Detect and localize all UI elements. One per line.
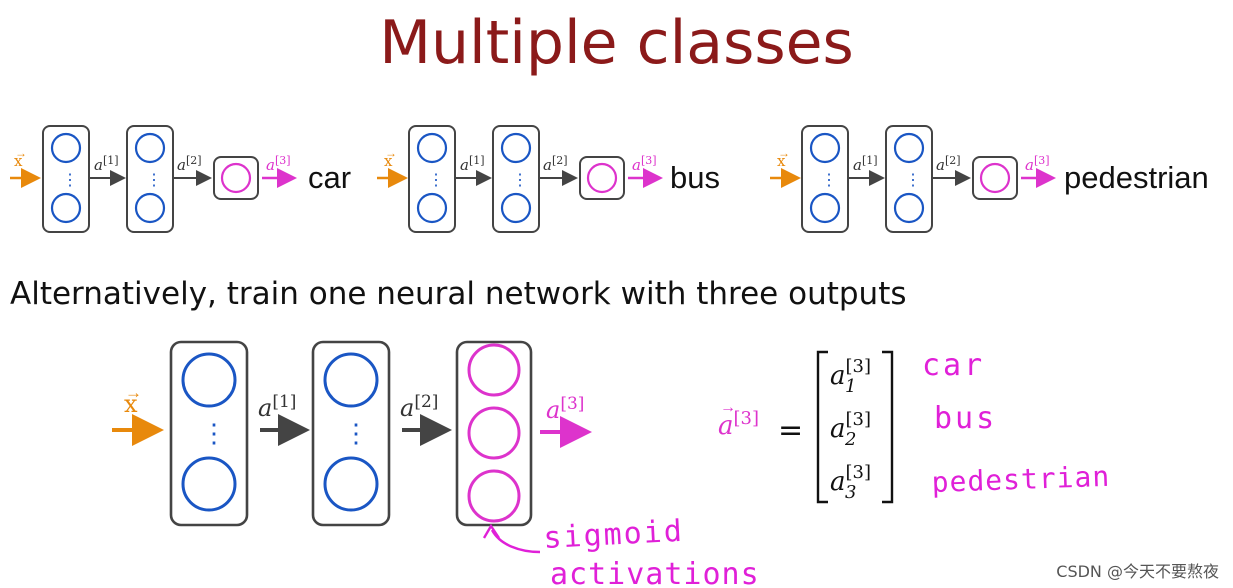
output-label-bus: bus xyxy=(670,160,720,195)
annotation-line-2: activations xyxy=(550,557,760,588)
output-neuron xyxy=(467,469,521,523)
neuron xyxy=(50,132,82,164)
input-label: x xyxy=(384,152,393,170)
equation-lhs: a[3] xyxy=(718,408,759,441)
neuron xyxy=(893,192,925,224)
output-neuron xyxy=(586,162,618,194)
neuron xyxy=(416,192,448,224)
vector-equation: a[3] → = a[3] 1 a[3] 2 a[3] 3 car bus pe… xyxy=(718,348,1111,504)
output-label-pedestrian: pedestrian xyxy=(1064,160,1209,195)
vector-entry-3: a[3] xyxy=(830,462,871,497)
neuron xyxy=(181,456,237,512)
output-layer-box xyxy=(579,156,625,200)
activation-label-3: a[3] xyxy=(546,394,584,424)
hidden-layer-2-box xyxy=(885,125,933,233)
input-label: x xyxy=(14,152,23,170)
output-layer-box xyxy=(972,156,1018,200)
ellipsis-icon: ⋮ xyxy=(343,418,369,448)
activation-label-1: a[1] xyxy=(94,154,119,174)
activation-label-2: a[2] xyxy=(543,154,568,174)
neuron xyxy=(181,352,237,408)
activation-label-1: a[1] xyxy=(258,392,296,422)
neuron xyxy=(134,132,166,164)
class-label-car: car xyxy=(922,348,985,383)
output-neuron xyxy=(467,406,521,460)
hidden-layer-2-box xyxy=(492,125,540,233)
activation-label-3: a[3] xyxy=(266,154,291,174)
ellipsis-icon: ⋮ xyxy=(428,172,444,189)
output-layer-box xyxy=(455,340,533,527)
neuron xyxy=(134,192,166,224)
sigmoid-annotation: sigmoid activations xyxy=(482,514,760,588)
small-network-car: x → ⋮ a[1] ⋮ a[2] a[3] car xyxy=(10,125,351,233)
vector-arrow-icon: → xyxy=(720,399,736,416)
vector-entry-3-subscript: 3 xyxy=(845,482,856,503)
activation-label-3: a[3] xyxy=(1025,154,1050,174)
equals-sign: = xyxy=(778,413,803,448)
activation-label-1: a[1] xyxy=(853,154,878,174)
neuron xyxy=(500,192,532,224)
annotation-line-1: sigmoid xyxy=(543,514,685,556)
page-title: Multiple classes xyxy=(379,8,854,78)
subtitle: Alternatively, train one neural network … xyxy=(10,276,907,312)
activation-label-3: a[3] xyxy=(632,154,657,174)
hidden-layer-1-box xyxy=(169,340,249,527)
neuron xyxy=(416,132,448,164)
vector-arrow-icon: → xyxy=(778,146,790,160)
vector-entry-1-subscript: 1 xyxy=(845,376,856,397)
output-neuron xyxy=(467,343,521,397)
output-neuron xyxy=(220,162,252,194)
output-neuron xyxy=(979,162,1011,194)
arrowhead-icon xyxy=(482,523,500,539)
neuron xyxy=(323,352,379,408)
ellipsis-icon: ⋮ xyxy=(512,172,528,189)
hidden-layer-2-box xyxy=(311,340,391,527)
vector-arrow-icon: → xyxy=(385,146,397,160)
class-label-pedestrian: pedestrian xyxy=(931,460,1111,499)
input-label: x xyxy=(777,152,786,170)
ellipsis-icon: ⋮ xyxy=(201,418,227,448)
ellipsis-icon: ⋮ xyxy=(62,172,78,189)
large-network: x → ⋮ a[1] ⋮ a[2] a[3] xyxy=(112,340,592,527)
hidden-layer-1-box xyxy=(801,125,849,233)
ellipsis-icon: ⋮ xyxy=(821,172,837,189)
small-network-pedestrian: x → ⋮ a[1] ⋮ a[2] a[3] pedestrian xyxy=(770,125,1209,233)
left-bracket xyxy=(816,350,828,504)
small-network-bus: x → ⋮ a[1] ⋮ a[2] a[3] bus xyxy=(377,125,720,233)
annotation-arrow xyxy=(490,529,541,554)
vector-entry-1: a[3] xyxy=(830,356,871,391)
neuron xyxy=(809,192,841,224)
neuron xyxy=(809,132,841,164)
hidden-layer-2-box xyxy=(126,125,174,233)
neuron xyxy=(500,132,532,164)
vector-arrow-icon: → xyxy=(15,146,27,160)
neuron xyxy=(50,192,82,224)
vector-arrow-icon: → xyxy=(125,383,142,402)
class-label-bus: bus xyxy=(934,401,997,436)
watermark: CSDN @今天不要熬夜 xyxy=(1056,562,1219,581)
hidden-layer-1-box xyxy=(408,125,456,233)
activation-label-2: a[2] xyxy=(177,154,202,174)
vector-entry-2: a[3] xyxy=(830,409,871,444)
ellipsis-icon: ⋮ xyxy=(905,172,921,189)
output-layer-box xyxy=(213,156,259,200)
activation-label-2: a[2] xyxy=(400,392,438,422)
activation-label-2: a[2] xyxy=(936,154,961,174)
hidden-layer-1-box xyxy=(42,125,90,233)
output-label-car: car xyxy=(308,160,351,195)
neuron xyxy=(323,456,379,512)
activation-label-1: a[1] xyxy=(460,154,485,174)
right-bracket xyxy=(882,350,894,504)
neuron xyxy=(893,132,925,164)
vector-entry-2-subscript: 2 xyxy=(844,429,856,450)
input-label: x xyxy=(124,390,138,418)
ellipsis-icon: ⋮ xyxy=(146,172,162,189)
